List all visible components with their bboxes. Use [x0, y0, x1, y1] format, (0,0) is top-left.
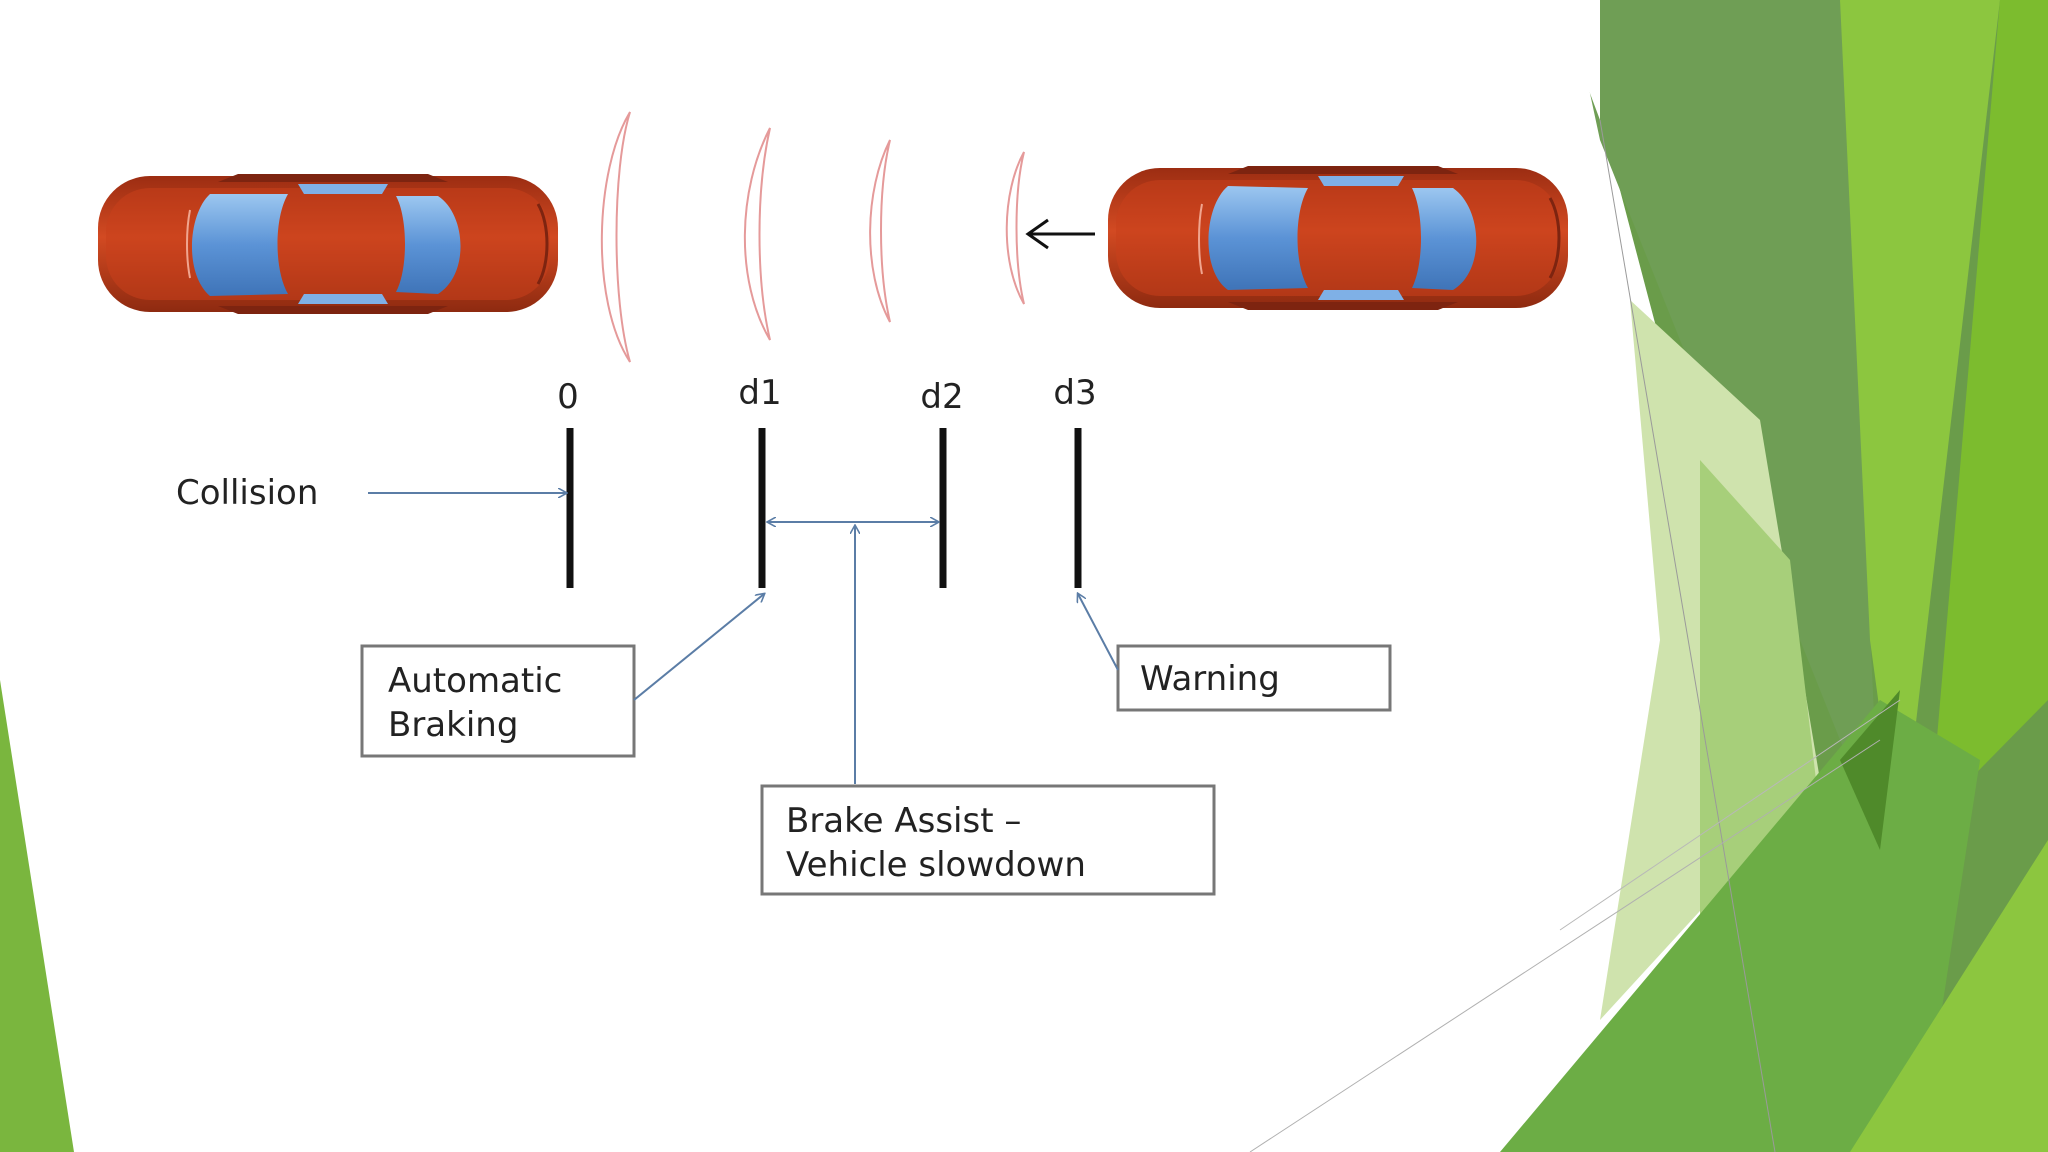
bottom-right-bright — [1850, 840, 2048, 1152]
radar-wave-4 — [1005, 151, 1025, 305]
left-arrow-icon — [1025, 218, 1095, 250]
radar-wave-3 — [869, 139, 891, 323]
rear-car — [1108, 166, 1568, 310]
bottom-right-green — [1500, 700, 1980, 1152]
left-green-shard — [0, 680, 74, 1152]
radar-wave-1 — [600, 111, 631, 363]
radar-wave-2 — [743, 127, 771, 341]
automatic-braking-box: Automatic Braking — [360, 644, 636, 758]
thin-line-2 — [1249, 739, 1881, 1152]
front-car — [98, 174, 558, 314]
collision-label: Collision — [176, 473, 318, 513]
automatic-braking-line1: Automatic — [388, 661, 562, 701]
distance-markers — [566, 428, 1082, 588]
thin-line-3 — [1559, 699, 1901, 931]
brake-assist-line2: Vehicle slowdown — [786, 845, 1086, 885]
marker-label-d1: d1 — [738, 373, 781, 413]
automatic-braking-arrow — [633, 594, 764, 701]
car-top-view-icon — [98, 174, 558, 314]
warning-box: Warning — [1116, 644, 1392, 712]
car-top-view-icon — [1108, 166, 1568, 310]
brake-assist-line1: Brake Assist – — [786, 801, 1021, 841]
white-notch — [1570, 0, 1600, 120]
warning-arrow — [1078, 594, 1119, 671]
warning-label: Warning — [1140, 659, 1280, 699]
brake-assist-box: Brake Assist – Vehicle slowdown — [760, 784, 1216, 896]
marker-label-d2: d2 — [920, 377, 963, 417]
automatic-braking-line2: Braking — [388, 705, 518, 745]
right-far-shard — [1930, 0, 2048, 820]
right-bright-shard — [1840, 0, 2000, 860]
thin-line-1 — [1599, 119, 1776, 1152]
marker-label-d3: d3 — [1053, 373, 1096, 413]
radar-waves — [600, 111, 1025, 363]
marker-label-zero: 0 — [557, 377, 579, 417]
dark-notch — [1840, 690, 1900, 850]
